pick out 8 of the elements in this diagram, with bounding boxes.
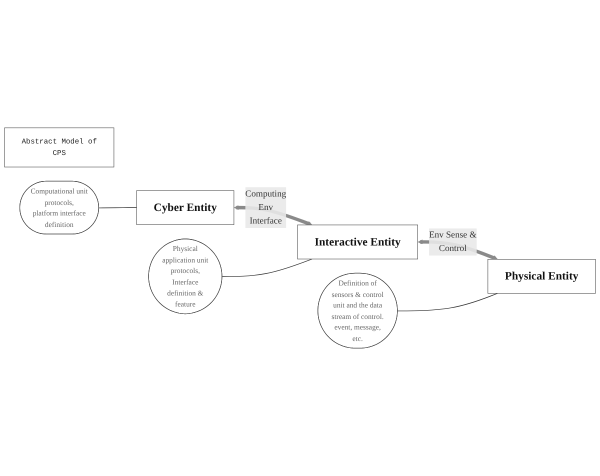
connector [222,258,312,277]
connector [98,207,137,208]
connector [397,293,498,312]
node-box: Cyber Entity [136,190,234,225]
node-box: Physical Entity [488,259,596,294]
edge-label: Computing Env Interface [245,188,286,226]
edge-label: Env Sense & Control [429,230,477,254]
node-box: Interactive Entity [297,224,418,260]
